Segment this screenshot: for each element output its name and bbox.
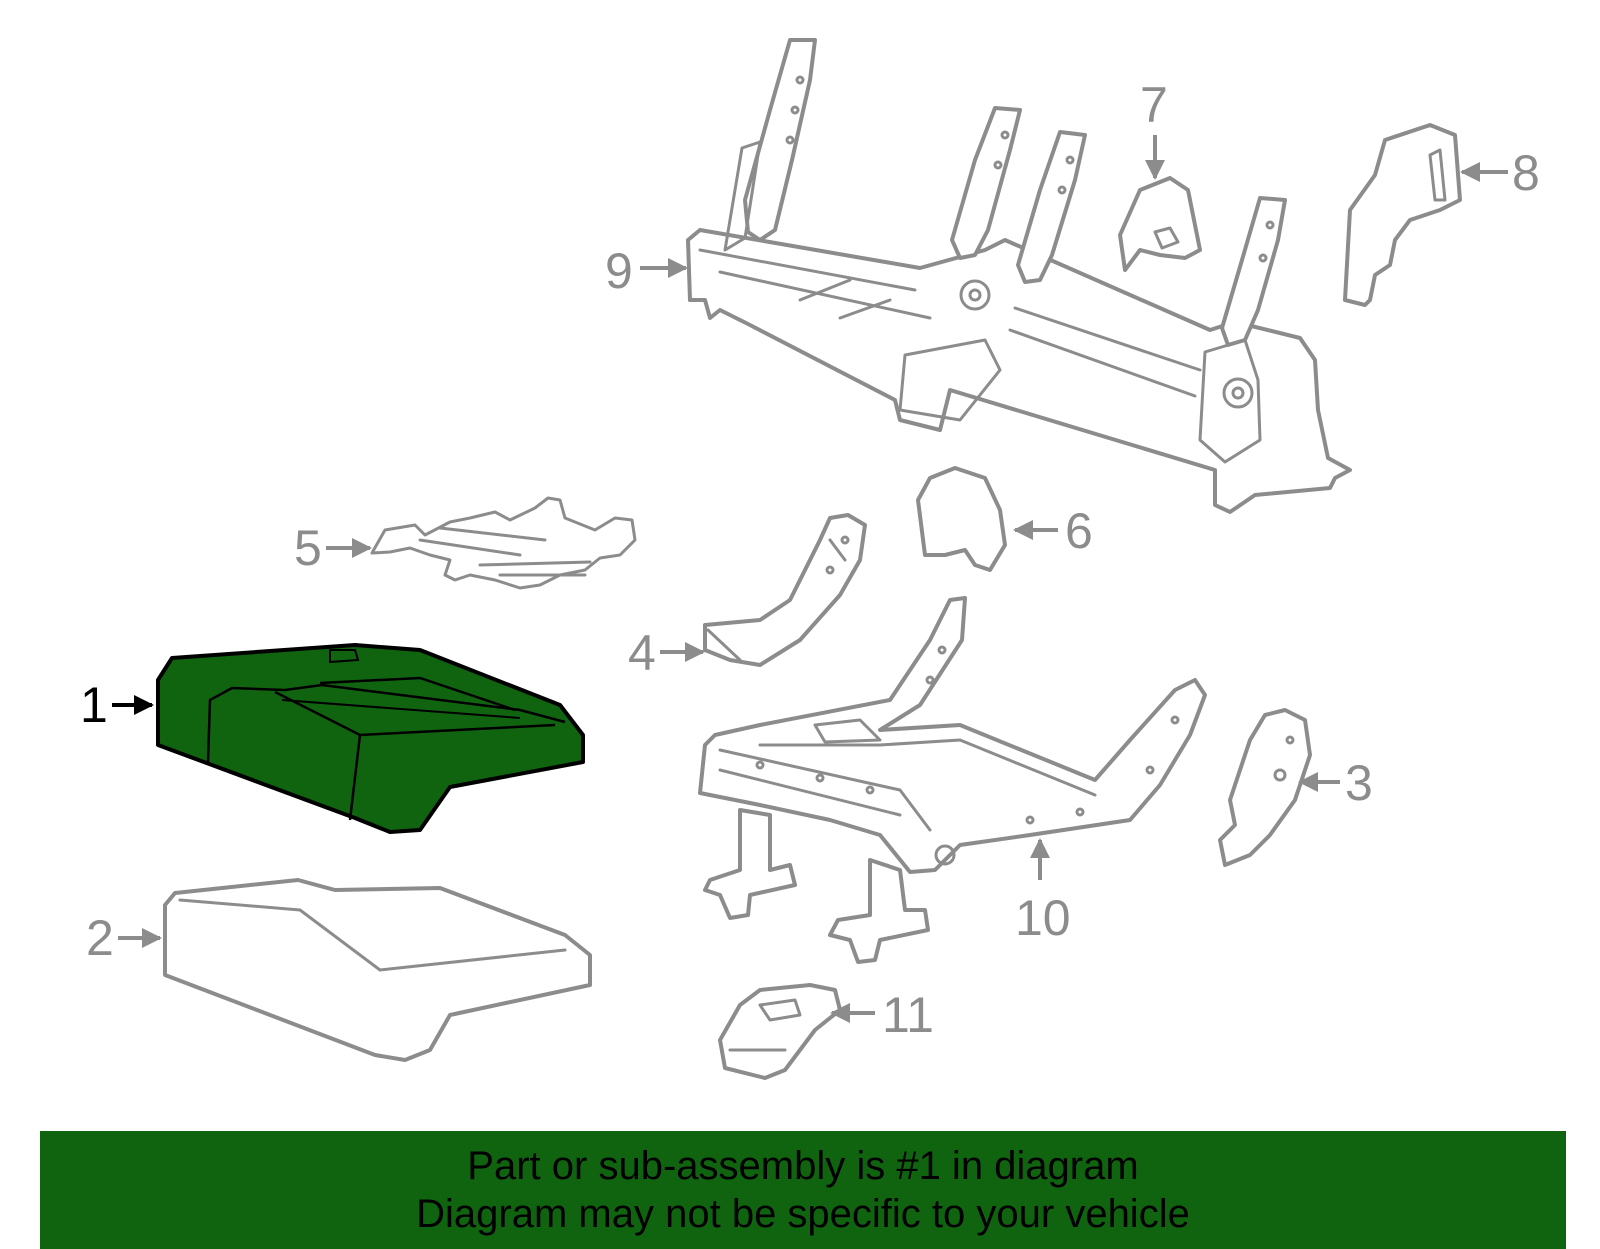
callout-7: 7: [1140, 77, 1168, 180]
callout-number: 1: [80, 677, 108, 733]
callout-8: 8: [1460, 145, 1540, 201]
callout-number: 2: [86, 910, 114, 966]
callout-2: 2: [86, 910, 162, 966]
part-7-bracket[interactable]: [1118, 176, 1202, 272]
callout-number: 7: [1140, 77, 1168, 133]
info-banner: Part or sub-assembly is #1 in diagram Di…: [40, 1131, 1566, 1249]
callout-6: 6: [1013, 503, 1093, 559]
part-1-seat-cushion-cover[interactable]: [156, 643, 585, 834]
callout-number: 8: [1512, 145, 1540, 201]
part-3-hinge-cover[interactable]: [1218, 708, 1312, 867]
callout-number: 3: [1345, 755, 1373, 811]
banner-line-disclaimer: Diagram may not be specific to your vehi…: [416, 1192, 1190, 1236]
callout-9: 9: [605, 243, 688, 299]
callout-3: 3: [1298, 755, 1373, 811]
banner-line-part: Part or sub-assembly is #1 in diagram: [467, 1144, 1139, 1188]
part-5-spring[interactable]: [370, 496, 637, 590]
callout-11: 11: [830, 987, 934, 1043]
part-4-hinge-arm[interactable]: [703, 513, 867, 667]
part-2-cushion-pad[interactable]: [163, 878, 592, 1062]
callout-number: 10: [1015, 890, 1071, 946]
callout-number: 6: [1065, 503, 1093, 559]
callout-4: 4: [628, 625, 705, 681]
part-9-seat-frame[interactable]: [686, 38, 1352, 514]
part-6-shield[interactable]: [916, 466, 1007, 572]
part-11-latch-cover[interactable]: [718, 983, 842, 1080]
part-10-cushion-frame[interactable]: [698, 596, 1207, 964]
callout-number: 9: [605, 243, 633, 299]
callout-1: 1: [80, 677, 154, 733]
callout-number: 5: [294, 520, 322, 576]
callout-number: 11: [882, 987, 934, 1043]
part-8-side-trim[interactable]: [1343, 123, 1462, 307]
callout-10: 10: [1015, 838, 1071, 946]
callout-number: 4: [628, 625, 656, 681]
callout-5: 5: [294, 520, 372, 576]
parts-diagram: 1 2 3 4 5 6 7 8 9 10 11: [80, 38, 1540, 1080]
